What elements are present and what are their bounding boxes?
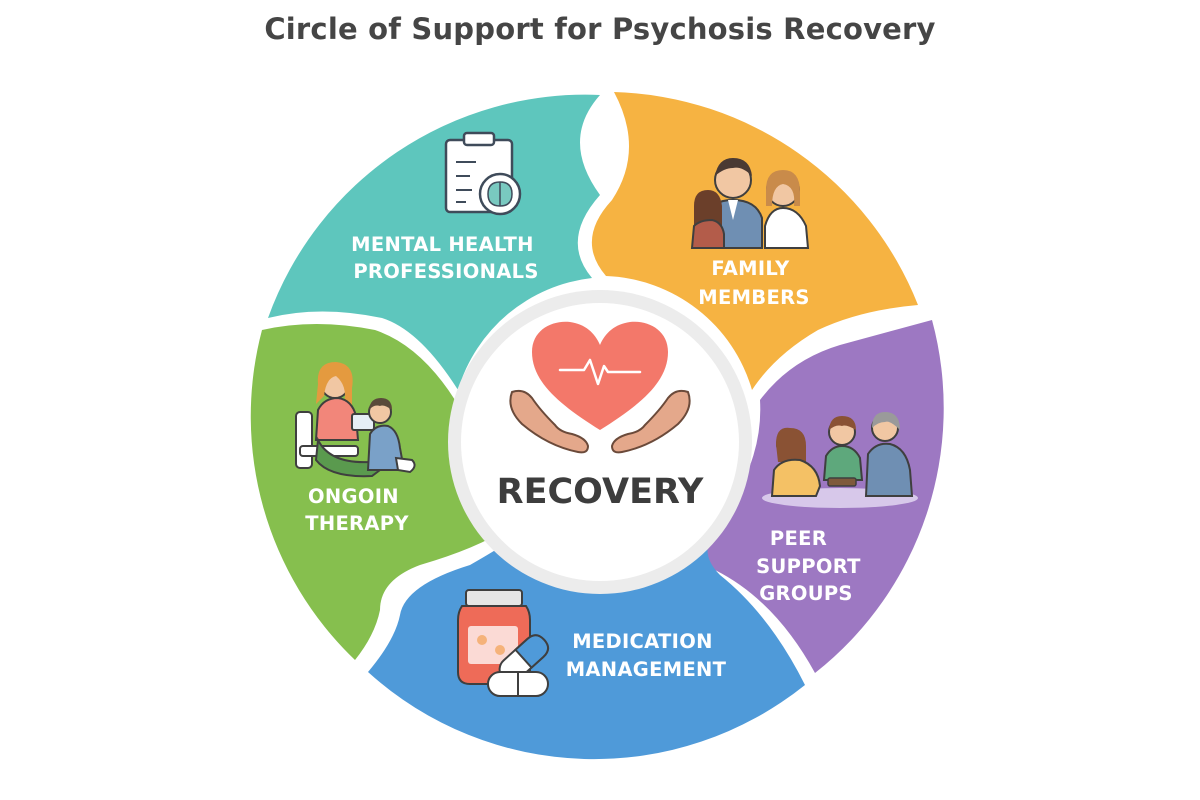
center-hub: RECOVERY <box>448 290 752 594</box>
segment-shape <box>250 324 508 660</box>
therapy-session-icon <box>295 362 416 478</box>
label-line: GROUPS <box>759 582 853 605</box>
label-line: SUPPORT <box>756 555 861 578</box>
segment-label-ongoing-therapy: ONGOIN THERAPY <box>305 485 409 535</box>
pill-bottle-icon <box>457 589 550 697</box>
label-line: THERAPY <box>305 512 409 535</box>
label-line: PROFESSIONALS <box>353 260 538 283</box>
label-line: PEER <box>770 527 827 550</box>
segment-label-mental-health-professionals: MENTAL HEALTH PROFESSIONALS <box>351 233 541 283</box>
label-line: ONGOIN <box>308 485 399 508</box>
segment-shape <box>268 94 600 390</box>
label-line: MEMBERS <box>698 286 809 309</box>
center-label: RECOVERY <box>497 472 704 512</box>
label-line: MENTAL HEALTH <box>351 233 534 256</box>
clipboard-brain-icon <box>444 131 522 216</box>
diagram-title: Circle of Support for Psychosis Recovery <box>264 12 936 46</box>
label-line: FAMILY <box>711 257 790 280</box>
peer-group-icon <box>762 412 918 508</box>
family-icon <box>690 158 810 249</box>
segment-label-family-members: FAMILY MEMBERS <box>698 257 809 309</box>
center-disc <box>461 303 739 581</box>
segment-ongoing-therapy <box>250 324 508 660</box>
heart-in-hands-icon <box>509 321 691 454</box>
label-line: MANAGEMENT <box>566 658 727 681</box>
label-line: MEDICATION <box>572 630 713 653</box>
segment-label-peer-support-groups: PEER SUPPORT GROUPS <box>756 527 868 605</box>
segment-label-medication-management: MEDICATION MANAGEMENT <box>566 630 727 681</box>
segment-mental-health-professionals <box>268 94 600 390</box>
